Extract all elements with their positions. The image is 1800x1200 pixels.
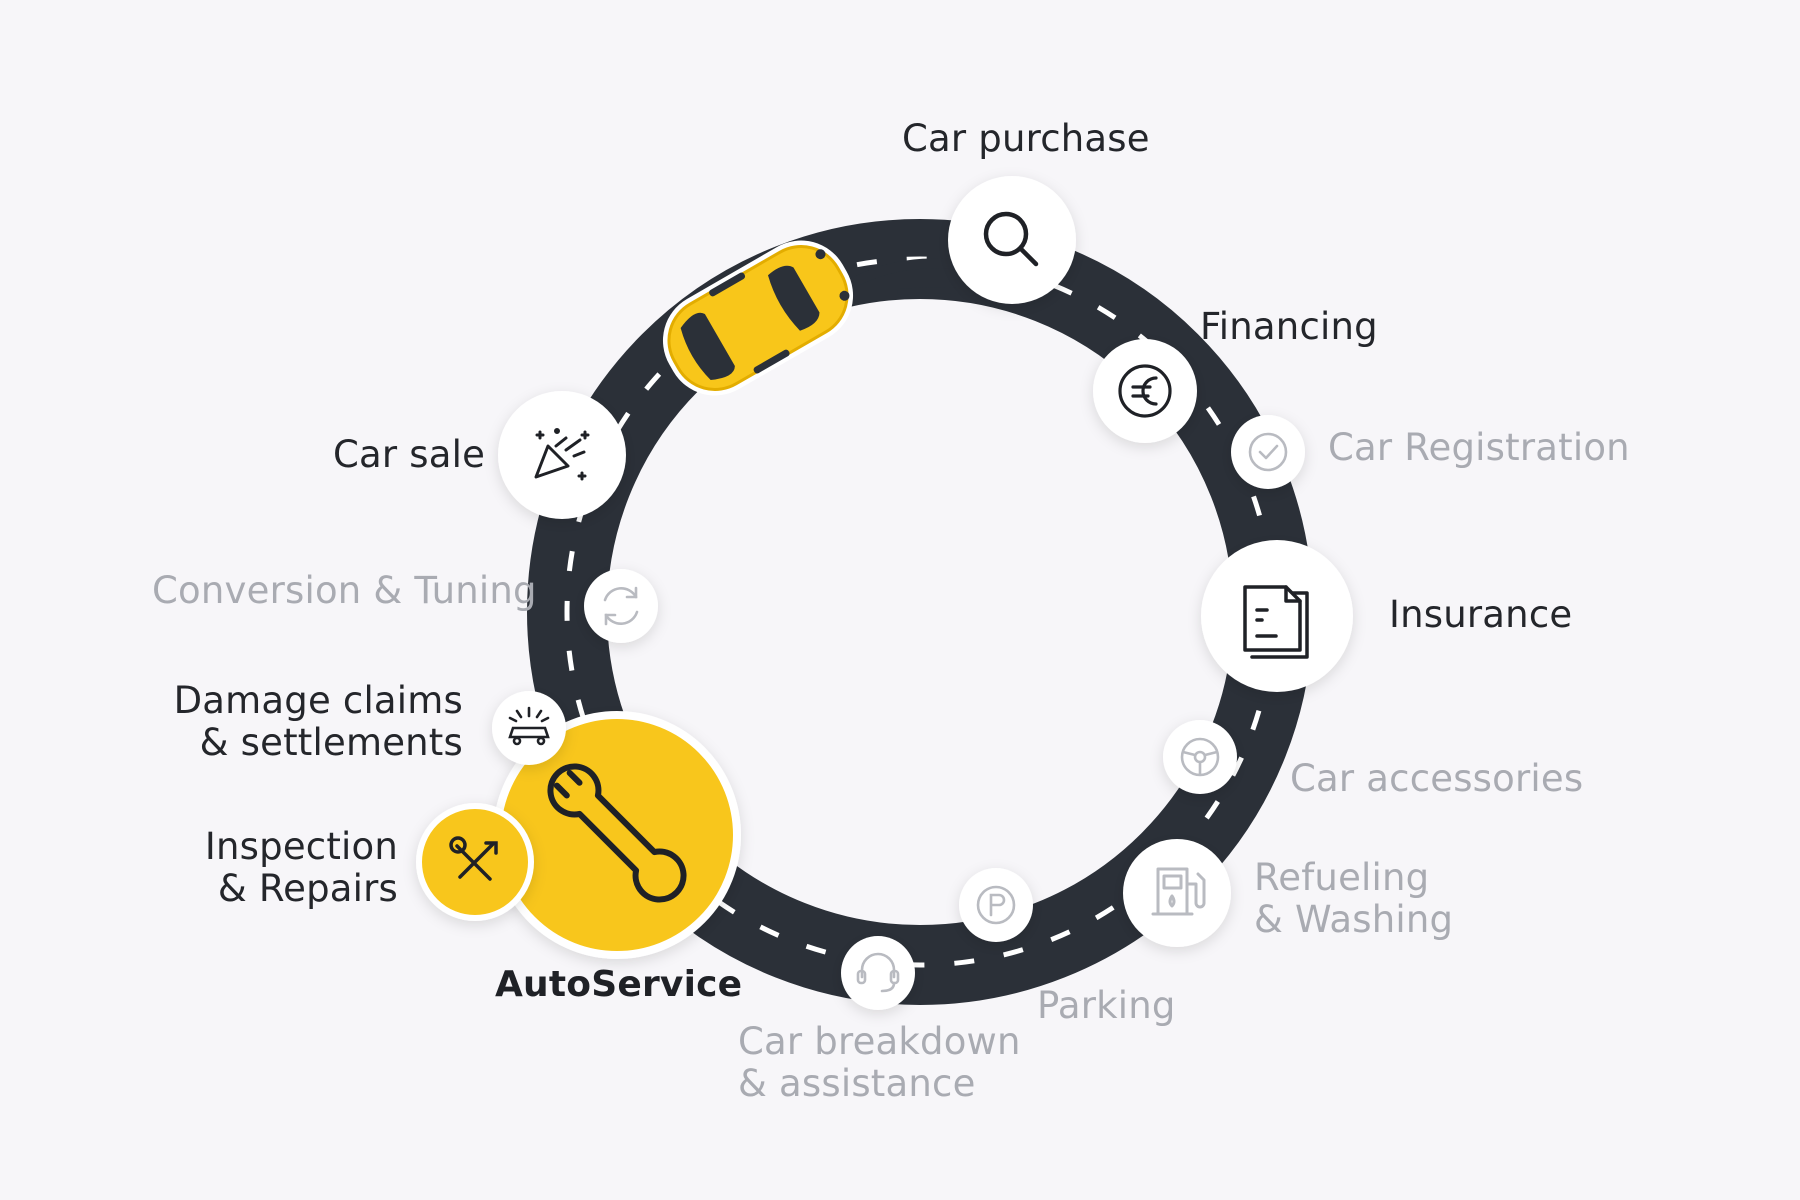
car-registration-label: Car Registration: [1328, 426, 1630, 469]
breakdown-label-line1: Car breakdown: [738, 1020, 1021, 1063]
wrench-icon: [547, 763, 687, 903]
conversion-node[interactable]: [584, 569, 658, 643]
tools-icon: [449, 836, 498, 881]
inspection-label: Inspection & Repairs: [205, 826, 398, 910]
car-accessories-label: Car accessories: [1290, 757, 1584, 800]
steering-wheel-icon: [1180, 737, 1220, 777]
damage-node[interactable]: [492, 691, 566, 765]
car-crash-icon: [508, 706, 550, 746]
inspection-label-line1: Inspection: [204, 825, 398, 868]
inspection-node[interactable]: [416, 803, 534, 921]
conversion-label: Conversion & Tuning: [152, 569, 537, 612]
car-purchase-label: Car purchase: [902, 117, 1150, 160]
car-illustration: [662, 240, 854, 396]
damage-label-line1: Damage claims: [173, 679, 463, 722]
party-popper-icon: [534, 428, 590, 481]
breakdown-label-line2: & assistance: [738, 1062, 976, 1105]
financing-label: Financing: [1200, 305, 1378, 348]
car-registration-node[interactable]: [1231, 415, 1305, 489]
car-accessories-node[interactable]: [1163, 720, 1237, 794]
damage-label: Damage claims & settlements: [174, 680, 463, 764]
autoservice-node[interactable]: [493, 711, 741, 959]
fuel-pump-icon: [1151, 867, 1206, 916]
refueling-node[interactable]: [1123, 839, 1231, 947]
parking-node[interactable]: [959, 868, 1033, 942]
refresh-icon: [603, 586, 639, 626]
damage-label-line2: & settlements: [199, 721, 463, 764]
parking-label: Parking: [1037, 984, 1176, 1027]
breakdown-node[interactable]: [841, 936, 915, 1010]
car-sale-node[interactable]: [498, 391, 626, 519]
autoservice-label: AutoService: [495, 964, 743, 1005]
search-icon: [983, 211, 1039, 267]
insurance-label: Insurance: [1389, 593, 1573, 636]
refueling-label-line2: & Washing: [1254, 898, 1454, 941]
refueling-label: Refueling & Washing: [1254, 857, 1453, 941]
check-circle-icon: [1248, 432, 1288, 472]
car-sale-label: Car sale: [333, 433, 486, 476]
insurance-node[interactable]: [1201, 540, 1353, 692]
financing-node[interactable]: [1093, 339, 1197, 443]
refueling-label-line1: Refueling: [1254, 856, 1430, 899]
headset-icon: [856, 952, 900, 993]
breakdown-label: Car breakdown & assistance: [738, 1021, 1021, 1105]
parking-icon: [976, 885, 1016, 925]
car-purchase-node[interactable]: [948, 176, 1076, 304]
euro-icon: [1118, 364, 1172, 418]
inspection-label-line2: & Repairs: [217, 867, 398, 910]
document-icon: [1243, 585, 1309, 659]
